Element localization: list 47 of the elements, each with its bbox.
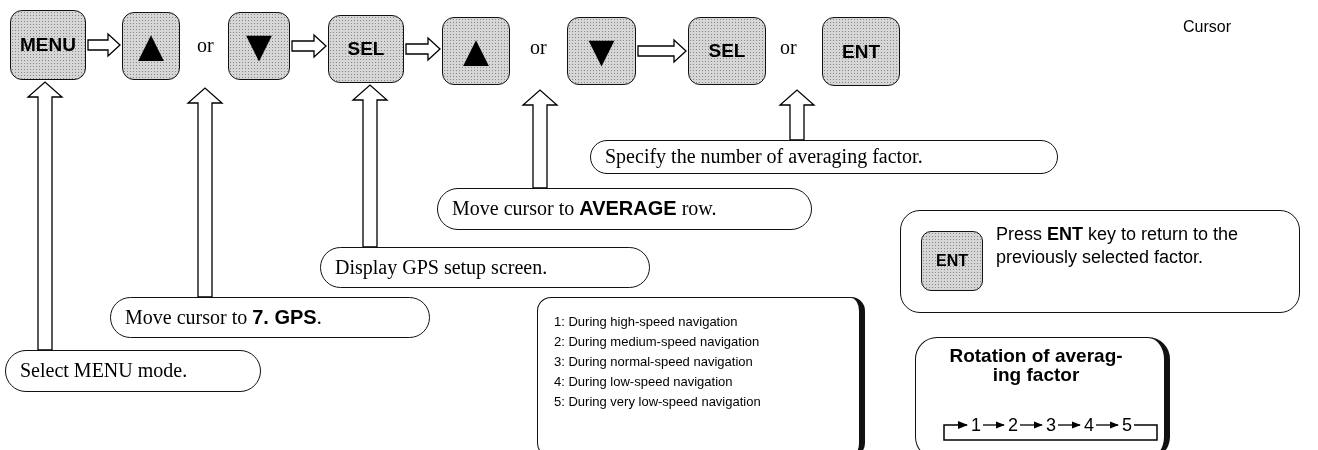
callout-bubble: Move cursor to 7. GPS. (110, 297, 430, 338)
arrow (982, 421, 1005, 429)
list-panel (537, 297, 865, 450)
loop-arrow (943, 420, 1158, 441)
arrow (1057, 421, 1081, 429)
sequence-number: 4 (1082, 415, 1096, 435)
rotation-panel (915, 337, 1170, 450)
list-item: 1: During high-speed navigation (554, 313, 739, 331)
panel-heading: Rotation of averag- ing factor (948, 346, 1124, 384)
list-item: 4: During low-speed navigation (554, 373, 734, 391)
arrow-key: ▼ (228, 12, 290, 80)
hollow-arrow (405, 36, 441, 62)
hollow-arrow (186, 87, 224, 298)
arrow-key: ▲ (442, 17, 510, 85)
callout-bubble: Move cursor to AVERAGE row. (437, 188, 812, 230)
conjunction-text: or (197, 34, 214, 57)
arrow (1019, 421, 1043, 429)
caption-text: Cursor (1183, 18, 1231, 36)
sequence-number: 2 (1006, 415, 1020, 435)
callout-bubble: Specify the number of averaging factor. (590, 140, 1058, 174)
hollow-arrow (26, 81, 64, 351)
list-item: 2: During medium-speed navigation (554, 333, 761, 351)
callout-bubble: Display GPS setup screen. (320, 247, 650, 288)
arrow (1095, 421, 1119, 429)
sequence-number: 3 (1044, 415, 1058, 435)
keypad-key: SEL (688, 17, 766, 85)
hollow-arrow (778, 89, 816, 141)
note-panel (900, 210, 1300, 313)
note-text: Press ENT key to return to the previously selected factor. (996, 223, 1240, 270)
keypad-key: ENT (822, 17, 900, 86)
hollow-arrow (291, 33, 327, 59)
hollow-arrow (87, 32, 121, 58)
conjunction-text: or (530, 36, 547, 59)
keypad-key: ENT (921, 231, 983, 291)
arrow-key: ▲ (122, 12, 180, 80)
list-item: 5: During very low-speed navigation (554, 393, 762, 411)
keypad-key: MENU (10, 10, 86, 80)
arrow-key: ▼ (567, 17, 636, 85)
sequence-number: 5 (1120, 415, 1134, 435)
keypad-key: SEL (328, 15, 404, 83)
sequence-number: 1 (969, 415, 983, 435)
callout-bubble: Select MENU mode. (5, 350, 261, 392)
hollow-arrow (637, 38, 687, 64)
hollow-arrow (351, 84, 389, 248)
list-item: 3: During normal-speed navigation (554, 353, 754, 371)
hollow-arrow (521, 89, 559, 189)
conjunction-text: or (780, 36, 797, 59)
